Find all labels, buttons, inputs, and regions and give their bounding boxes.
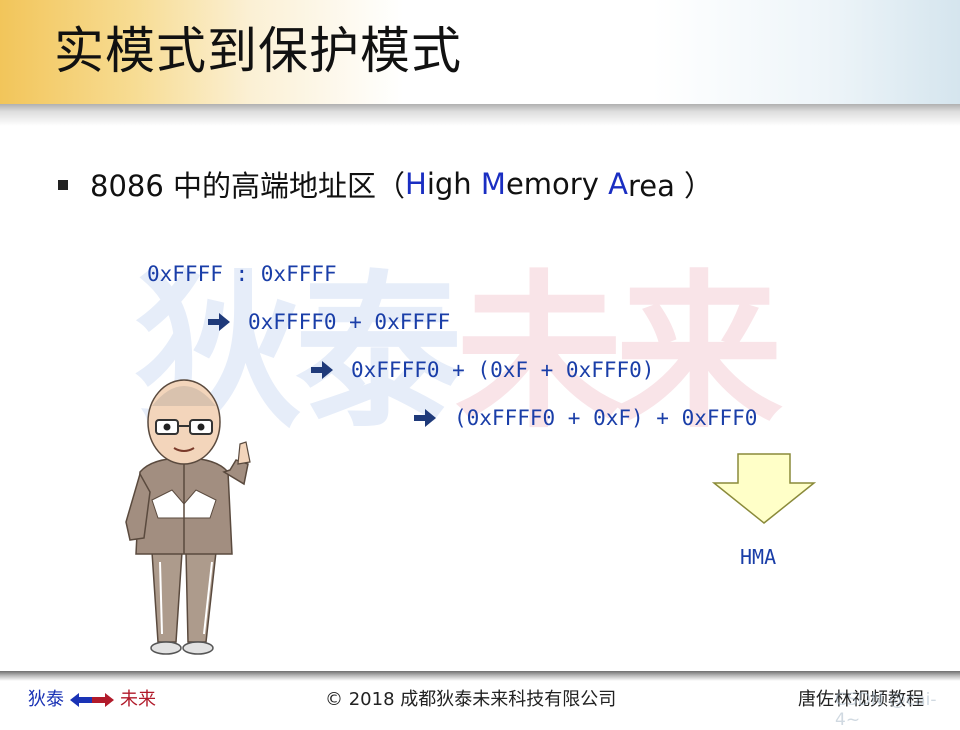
footer-divider	[0, 671, 960, 681]
footer-left-b: 未来	[120, 689, 156, 710]
dual-arrow-icon	[70, 693, 114, 707]
bullet-m-letter: M	[480, 167, 506, 201]
bullet-a-rest: rea ）	[627, 169, 714, 203]
down-arrow-icon	[712, 453, 816, 524]
footer-logo: 狄泰 未来	[28, 688, 156, 712]
right-arrow-icon	[414, 409, 436, 427]
bullet-m-rest: emory	[505, 167, 609, 201]
footer-course: 唐佐林视频教程	[798, 689, 924, 710]
bullet-square-icon	[58, 180, 68, 190]
code-line-2: 0xFFFF0 + 0xFFFF	[248, 310, 451, 334]
code-line-3: 0xFFFF0 + (0xF + 0xFFF0)	[351, 358, 655, 382]
bullet-prefix: 8086 中的高端地址区（	[90, 169, 406, 203]
bullet-h-letter: H	[405, 167, 427, 201]
bullet-h-rest: igh	[426, 167, 481, 201]
bullet-a-letter: A	[608, 167, 628, 201]
title-bar	[0, 0, 960, 104]
watermark: 狄泰未来	[135, 258, 835, 448]
watermark-part-2: 未来	[455, 255, 783, 451]
title-bar-shadow	[0, 104, 960, 126]
footer-watermark-text: CSDN @cai-4~	[835, 690, 937, 730]
code-line-1: 0xFFFF : 0xFFFF	[147, 262, 337, 286]
hma-label: HMA	[740, 545, 777, 569]
slide-title: 实模式到保护模式	[54, 22, 462, 80]
right-arrow-icon	[208, 313, 230, 331]
bullet-item: 8086 中的高端地址区（ H igh M emory A rea ）	[58, 164, 713, 204]
footer-left-a: 狄泰	[28, 689, 64, 710]
footer-copyright: © 2018 成都狄泰未来科技有限公司	[325, 689, 617, 710]
character-illustration	[125, 379, 251, 655]
right-arrow-icon	[311, 361, 333, 379]
code-line-4: (0xFFFF0 + 0xF) + 0xFFF0	[454, 406, 758, 430]
